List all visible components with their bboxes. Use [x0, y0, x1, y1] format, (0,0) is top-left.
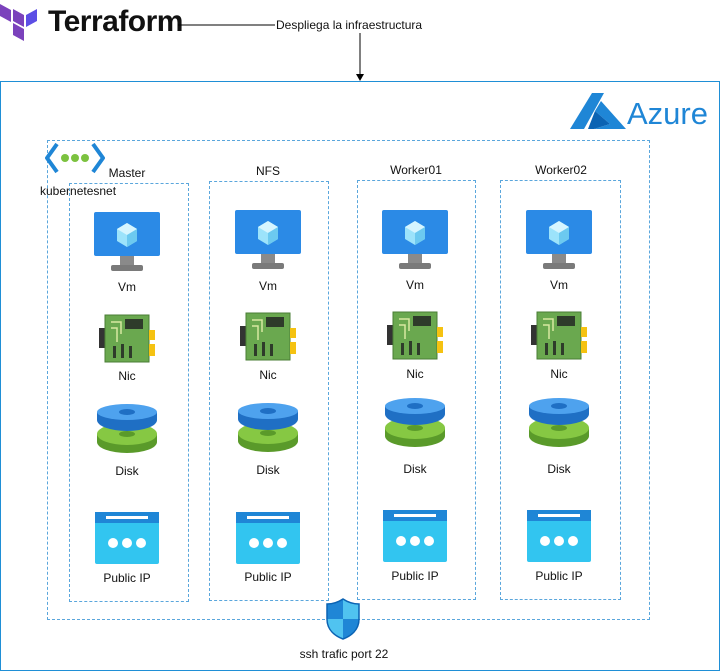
disk-icon [384, 398, 446, 455]
vm-label: Vm [259, 279, 277, 293]
node-box-nfs [209, 181, 329, 601]
public-ip-icon [94, 511, 160, 570]
disk-label: Disk [403, 462, 427, 476]
node-title-master: Master [108, 166, 146, 180]
vnet-icon [45, 142, 105, 174]
node-box-worker01 [357, 180, 476, 600]
public-ip-label: Public IP [244, 570, 292, 584]
public-ip-icon [235, 511, 301, 570]
node-box-worker02 [500, 180, 621, 600]
public-ip-icon [526, 509, 592, 568]
virtual-machine-icon [381, 209, 449, 276]
vm-label: Vm [406, 278, 424, 292]
nic-label: Nic [406, 367, 424, 381]
deploy-edge-label: Despliega la infraestructura [276, 18, 423, 32]
node-box-master [69, 183, 189, 602]
terraform-logo-icon [0, 4, 37, 41]
deploy-edge [178, 24, 364, 81]
disk-label: Disk [256, 463, 280, 477]
nic-label: Nic [259, 368, 277, 382]
azure-logo-icon [570, 93, 626, 129]
nic-label: Nic [118, 369, 136, 383]
terraform-logo-text: Terraform [48, 5, 183, 38]
vnet-label: kubernetesnet [40, 184, 117, 198]
public-ip-icon [382, 509, 448, 568]
vm-label: Vm [550, 278, 568, 292]
azure-boundary [0, 81, 720, 671]
nic-label: Nic [550, 367, 568, 381]
virtual-machine-icon [234, 209, 302, 276]
azure-logo-text: Azure [627, 96, 708, 131]
disk-label: Disk [115, 464, 139, 478]
network-interface-icon [531, 309, 587, 366]
node-title-nfs: NFS [256, 164, 280, 178]
disk-icon [528, 398, 590, 455]
network-security-group-icon [326, 598, 360, 640]
public-ip-label: Public IP [535, 569, 583, 583]
network-interface-icon [99, 312, 155, 369]
network-interface-icon [240, 310, 296, 367]
disk-icon [96, 404, 158, 461]
network-interface-icon [387, 309, 443, 366]
virtual-machine-icon [93, 211, 161, 278]
virtual-machine-icon [525, 209, 593, 276]
node-title-worker02: Worker02 [535, 163, 587, 177]
public-ip-label: Public IP [103, 571, 151, 585]
disk-label: Disk [547, 462, 571, 476]
node-title-worker01: Worker01 [390, 163, 442, 177]
disk-icon [237, 403, 299, 460]
nsg-label: ssh trafic port 22 [299, 647, 389, 661]
vm-label: Vm [118, 280, 136, 294]
public-ip-label: Public IP [391, 569, 439, 583]
